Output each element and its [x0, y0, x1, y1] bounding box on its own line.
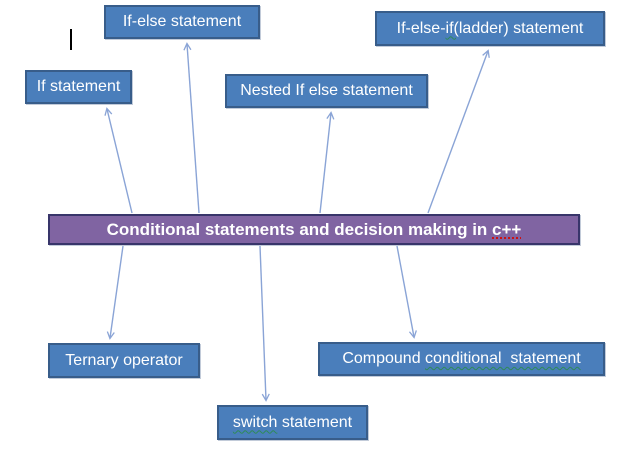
node-if-else-if-ladder-statement[interactable]: If-else-if(ladder) statement — [375, 11, 605, 46]
connector-center-to-compound-statement — [396, 245, 417, 339]
node-switch-statement[interactable]: switch statement — [217, 405, 368, 440]
node-nested-if-else-statement[interactable]: Nested If else statement — [225, 74, 428, 108]
node-label: If-else-if(ladder) statement — [396, 19, 584, 37]
node-label: If-else statement — [122, 13, 242, 30]
node-ternary-operator[interactable]: Ternary operator — [48, 343, 200, 378]
connector-center-to-if-statement — [104, 107, 133, 214]
node-label: Ternary operator — [65, 351, 183, 369]
spellcheck-green-underline: conditional statement — [425, 350, 581, 367]
connector-center-to-ternary-operator — [106, 245, 124, 340]
node-if-else-statement[interactable]: If-else statement — [104, 5, 260, 39]
node-label: Nested If else statement — [240, 82, 413, 99]
spellcheck-green-underline: switch — [232, 413, 278, 431]
connector-center-to-ladder-statement — [427, 49, 490, 214]
node-if-statement[interactable]: If statement — [25, 70, 132, 104]
spellcheck-red-underline: c++ — [492, 219, 522, 239]
node-label: If statement — [36, 78, 121, 95]
text-caret — [70, 29, 72, 50]
connector-center-to-switch-statement — [259, 245, 270, 402]
node-compound-conditional-statement[interactable]: Compound conditional statement — [318, 342, 605, 376]
node-label: switch statement — [232, 413, 353, 431]
node-label: Compound conditional statement — [342, 350, 581, 367]
node-center-conditional-statements[interactable]: Conditional statements and decision maki… — [48, 214, 580, 245]
connector-center-to-if-else-statement — [183, 42, 200, 214]
connector-center-to-nested-if-else — [319, 111, 335, 214]
node-label: Conditional statements and decision maki… — [106, 219, 522, 239]
spellcheck-green-underline: if( — [445, 19, 459, 37]
